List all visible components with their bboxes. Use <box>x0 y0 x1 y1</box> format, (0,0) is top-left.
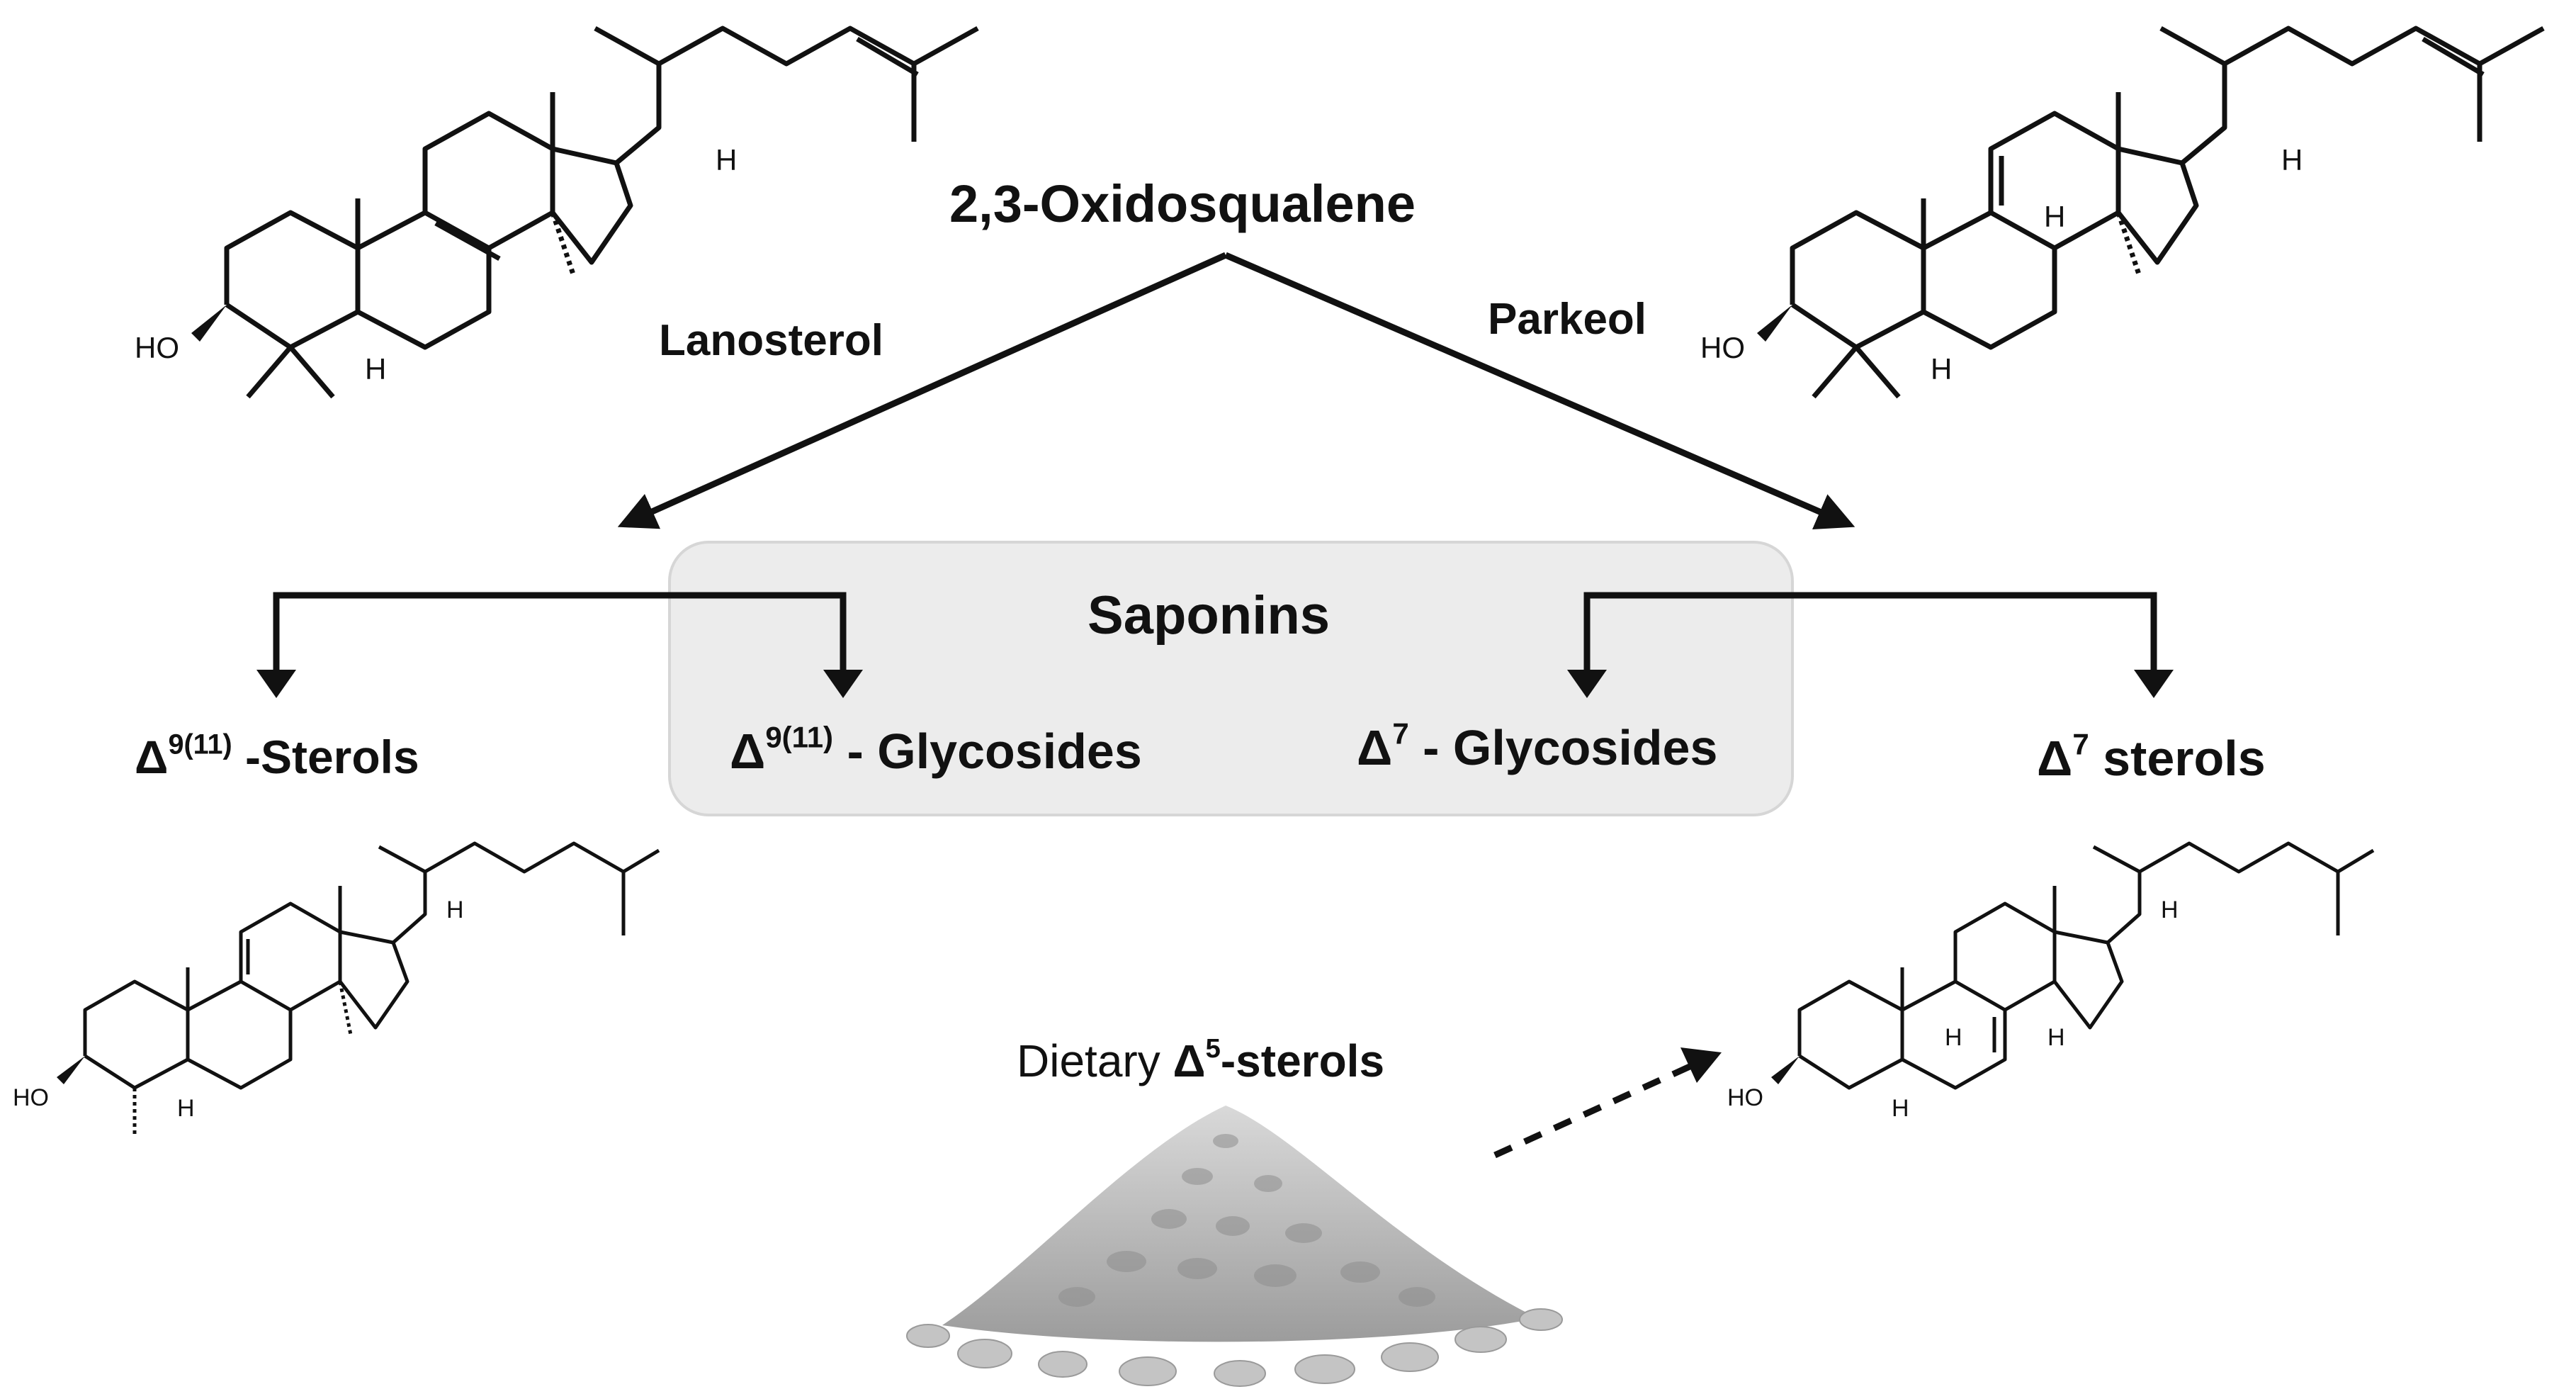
lanosterol-h-label: H <box>365 352 386 386</box>
delta7-h14-label: H <box>2047 1024 2065 1051</box>
lanosterol-h17-label: H <box>716 143 737 176</box>
parkeol-label: Parkeol <box>1488 295 1647 344</box>
dietary-dashed-arrow <box>1493 1063 1691 1159</box>
arrowhead-left-sterols <box>256 670 296 698</box>
delta7-ho-label: HO <box>1727 1084 1763 1111</box>
saponins-title: Saponins <box>1088 585 1331 646</box>
arrowhead-dietary <box>1680 1047 1722 1083</box>
parkeol-h17-label: H <box>2281 143 2303 176</box>
delta7-sterols-label: Δ7 sterols <box>2037 727 2266 786</box>
delta9-11-sterols-label: Δ9(11) -Sterols <box>135 729 419 783</box>
delta9-11-glycosides-label: Δ9(11) - Glycosides <box>730 720 1142 779</box>
lanosterol-ho-label: HO <box>135 331 179 364</box>
arrowhead-left-glycosides <box>823 670 863 698</box>
delta9-11-sterol-structure: HO H H <box>13 841 660 1137</box>
parkeol-ho-label: HO <box>1700 331 1745 364</box>
parkeol-structure: HO H H H <box>1700 26 2545 399</box>
delta9-11-ho-label: HO <box>13 1084 49 1111</box>
delta7-glycosides-label: Δ7 - Glycosides <box>1357 716 1718 775</box>
delta7-h9-label: H <box>1945 1024 1962 1051</box>
lanosterol-structure: HO H H <box>135 26 979 399</box>
arrowhead-right-sterols <box>2134 670 2174 698</box>
delta9-11-h-label: H <box>177 1095 195 1122</box>
delta7-h17-label: H <box>2161 896 2179 923</box>
precursor-title: 2,3-Oxidosqualene <box>949 174 1416 233</box>
dietary-sterols-label: Dietary Δ5-sterols <box>1017 1033 1385 1086</box>
parkeol-h-label: H <box>1931 352 1952 386</box>
saponins-box <box>668 541 1794 816</box>
dietary-powder-pile <box>906 1106 1563 1387</box>
lanosterol-label: Lanosterol <box>659 316 883 365</box>
right-bracket <box>1583 592 2157 680</box>
delta9-11-h17-label: H <box>446 896 464 923</box>
arrowhead-right-glycosides <box>1567 670 1607 698</box>
left-bracket <box>273 592 847 680</box>
arrow-to-lanosterol-branch <box>617 252 1227 529</box>
parkeol-h9-label: H <box>2044 200 2065 233</box>
arrow-to-parkeol-branch <box>1224 252 1855 529</box>
delta7-h5-label: H <box>1892 1095 1909 1122</box>
delta7-sterol-structure: HO H H H H <box>1727 841 2375 1122</box>
